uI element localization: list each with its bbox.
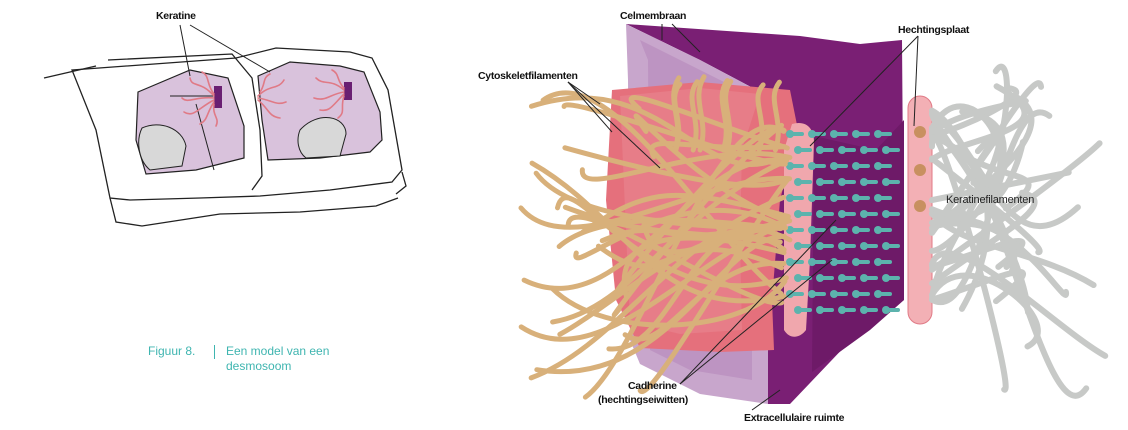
cadherin-head bbox=[860, 274, 868, 282]
cadherin-head bbox=[838, 242, 846, 250]
keratine-pointer bbox=[180, 25, 270, 76]
cadherin-head bbox=[794, 210, 802, 218]
cadherin-head bbox=[860, 242, 868, 250]
cadherin-head bbox=[830, 290, 838, 298]
cadherin-head bbox=[882, 178, 890, 186]
cadherin-head bbox=[830, 258, 838, 266]
cadherin-head bbox=[794, 146, 802, 154]
cadherin-head bbox=[852, 130, 860, 138]
cell-right bbox=[258, 62, 382, 160]
cadherin-head bbox=[882, 146, 890, 154]
cadherin-head bbox=[838, 210, 846, 218]
figure-caption: Figuur 8. Een model van een desmosoom bbox=[148, 344, 448, 384]
cadherin-head bbox=[860, 178, 868, 186]
cadherin-head bbox=[852, 258, 860, 266]
cadherin-head bbox=[882, 274, 890, 282]
cadherin-head bbox=[874, 162, 882, 170]
keratine-label: Keratine bbox=[156, 10, 196, 22]
cadherin-head bbox=[808, 290, 816, 298]
cadherine-label-line2: (hechtingseiwitten) bbox=[598, 394, 688, 406]
caption-divider bbox=[214, 345, 215, 359]
cadherin-head bbox=[830, 194, 838, 202]
cadherine-label-line1: Cadherine bbox=[628, 380, 677, 392]
cadherin-head bbox=[860, 210, 868, 218]
cadherin-head bbox=[860, 306, 868, 314]
cadherin-head bbox=[852, 194, 860, 202]
keratinefilamenten-label: Keratinefilamenten bbox=[946, 194, 1034, 207]
cadherin-head bbox=[786, 130, 794, 138]
cadherin-head bbox=[852, 226, 860, 234]
cadherin-head bbox=[860, 146, 868, 154]
extracellulaire-ruimte-label: Extracellulaire ruimte bbox=[744, 412, 844, 424]
cadherin-head bbox=[816, 306, 824, 314]
celmembraan-label: Celmembraan bbox=[620, 10, 686, 22]
cadherin-head bbox=[874, 130, 882, 138]
figure-number: Figuur 8. bbox=[148, 344, 195, 358]
cadherin-head bbox=[882, 306, 890, 314]
cadherin-head bbox=[794, 274, 802, 282]
cadherin-head bbox=[874, 290, 882, 298]
cadherin-head bbox=[794, 242, 802, 250]
keratin-filaments bbox=[932, 67, 1105, 396]
cadherin-head bbox=[838, 178, 846, 186]
cadherin-head bbox=[882, 242, 890, 250]
cadherin-head bbox=[874, 258, 882, 266]
cadherin-head bbox=[808, 130, 816, 138]
cadherin-head bbox=[808, 258, 816, 266]
cadherin-head bbox=[838, 274, 846, 282]
cadherin-head bbox=[808, 226, 816, 234]
cadherin-head bbox=[816, 274, 824, 282]
cadherin-head bbox=[816, 210, 824, 218]
cadherin-head bbox=[852, 162, 860, 170]
cadherin-head bbox=[838, 306, 846, 314]
cadherin-head bbox=[830, 130, 838, 138]
cadherin-head bbox=[794, 178, 802, 186]
cadherin-head bbox=[874, 226, 882, 234]
cadherin-head bbox=[808, 194, 816, 202]
cadherin-head bbox=[830, 226, 838, 234]
cadherin-head bbox=[882, 210, 890, 218]
cytoskeletfilamenten-label: Cytoskeletfilamenten bbox=[478, 70, 578, 82]
cadherin-head bbox=[838, 146, 846, 154]
cadherin-head bbox=[808, 162, 816, 170]
cadherin-head bbox=[830, 162, 838, 170]
cadherin-head bbox=[816, 242, 824, 250]
hechtingsplaat-label: Hechtingsplaat bbox=[898, 24, 969, 36]
cadherin-head bbox=[786, 194, 794, 202]
figure-caption-text: Een model van een desmosoom bbox=[226, 344, 366, 374]
cell-left bbox=[136, 70, 244, 174]
cadherin-head bbox=[794, 306, 802, 314]
cadherin-head bbox=[816, 146, 824, 154]
cadherin-head bbox=[874, 194, 882, 202]
cadherin-head bbox=[852, 290, 860, 298]
cadherin-head bbox=[816, 178, 824, 186]
